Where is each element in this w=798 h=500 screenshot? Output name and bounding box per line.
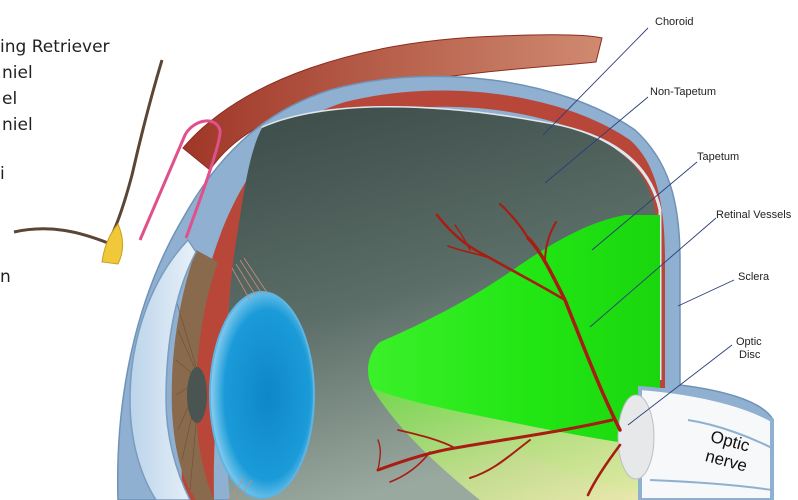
label-non-tapetum: Non-Tapetum xyxy=(650,86,716,98)
optic-disc xyxy=(618,395,654,479)
label-choroid: Choroid xyxy=(655,16,694,28)
meibomian-gland xyxy=(102,224,123,264)
label-optic-disc-2: Disc xyxy=(739,349,761,361)
lens xyxy=(210,292,314,498)
label-sclera: Sclera xyxy=(738,271,770,283)
label-retinal-vessels: Retinal Vessels xyxy=(716,209,792,221)
hair-strand xyxy=(14,60,162,243)
pupil-edge xyxy=(187,367,207,423)
label-tapetum: Tapetum xyxy=(697,151,739,163)
label-optic-disc-1: Optic xyxy=(736,336,762,348)
